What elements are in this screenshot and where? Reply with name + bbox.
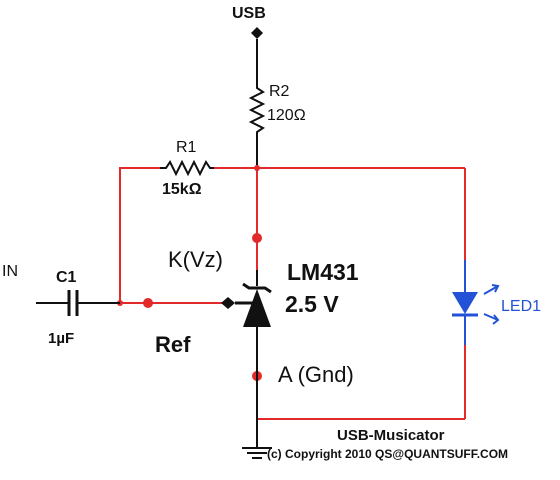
usb-terminal-icon <box>251 27 263 39</box>
ic-name: LM431 <box>287 259 359 285</box>
led-diode-icon <box>452 260 500 345</box>
r2-name: R2 <box>269 83 290 100</box>
led-label: LED1 <box>501 298 541 315</box>
r1-name: R1 <box>176 139 197 156</box>
r2-value: 120Ω <box>267 107 306 124</box>
usb-label: USB <box>232 5 266 22</box>
top-wire <box>119 167 160 303</box>
ground-symbol-icon <box>242 447 272 459</box>
kathode-label: K(Vz) <box>168 247 223 272</box>
r1-value: 15kΩ <box>162 181 202 198</box>
lm431-zener-icon <box>221 270 272 419</box>
r1-resistor-icon <box>160 159 214 177</box>
r2-resistor-icon <box>248 82 266 138</box>
in-label: IN <box>2 263 18 280</box>
anode-label: A (Gnd) <box>278 362 354 387</box>
footer-copyright: (c) Copyright 2010 QS@QUANTSUFF.COM <box>267 447 508 461</box>
c1-name: C1 <box>56 269 77 286</box>
footer-title: USB-Musicator <box>337 427 445 444</box>
c1-value: 1µF <box>48 330 74 347</box>
ic-voltage: 2.5 V <box>285 291 339 317</box>
ref-label: Ref <box>155 332 191 357</box>
